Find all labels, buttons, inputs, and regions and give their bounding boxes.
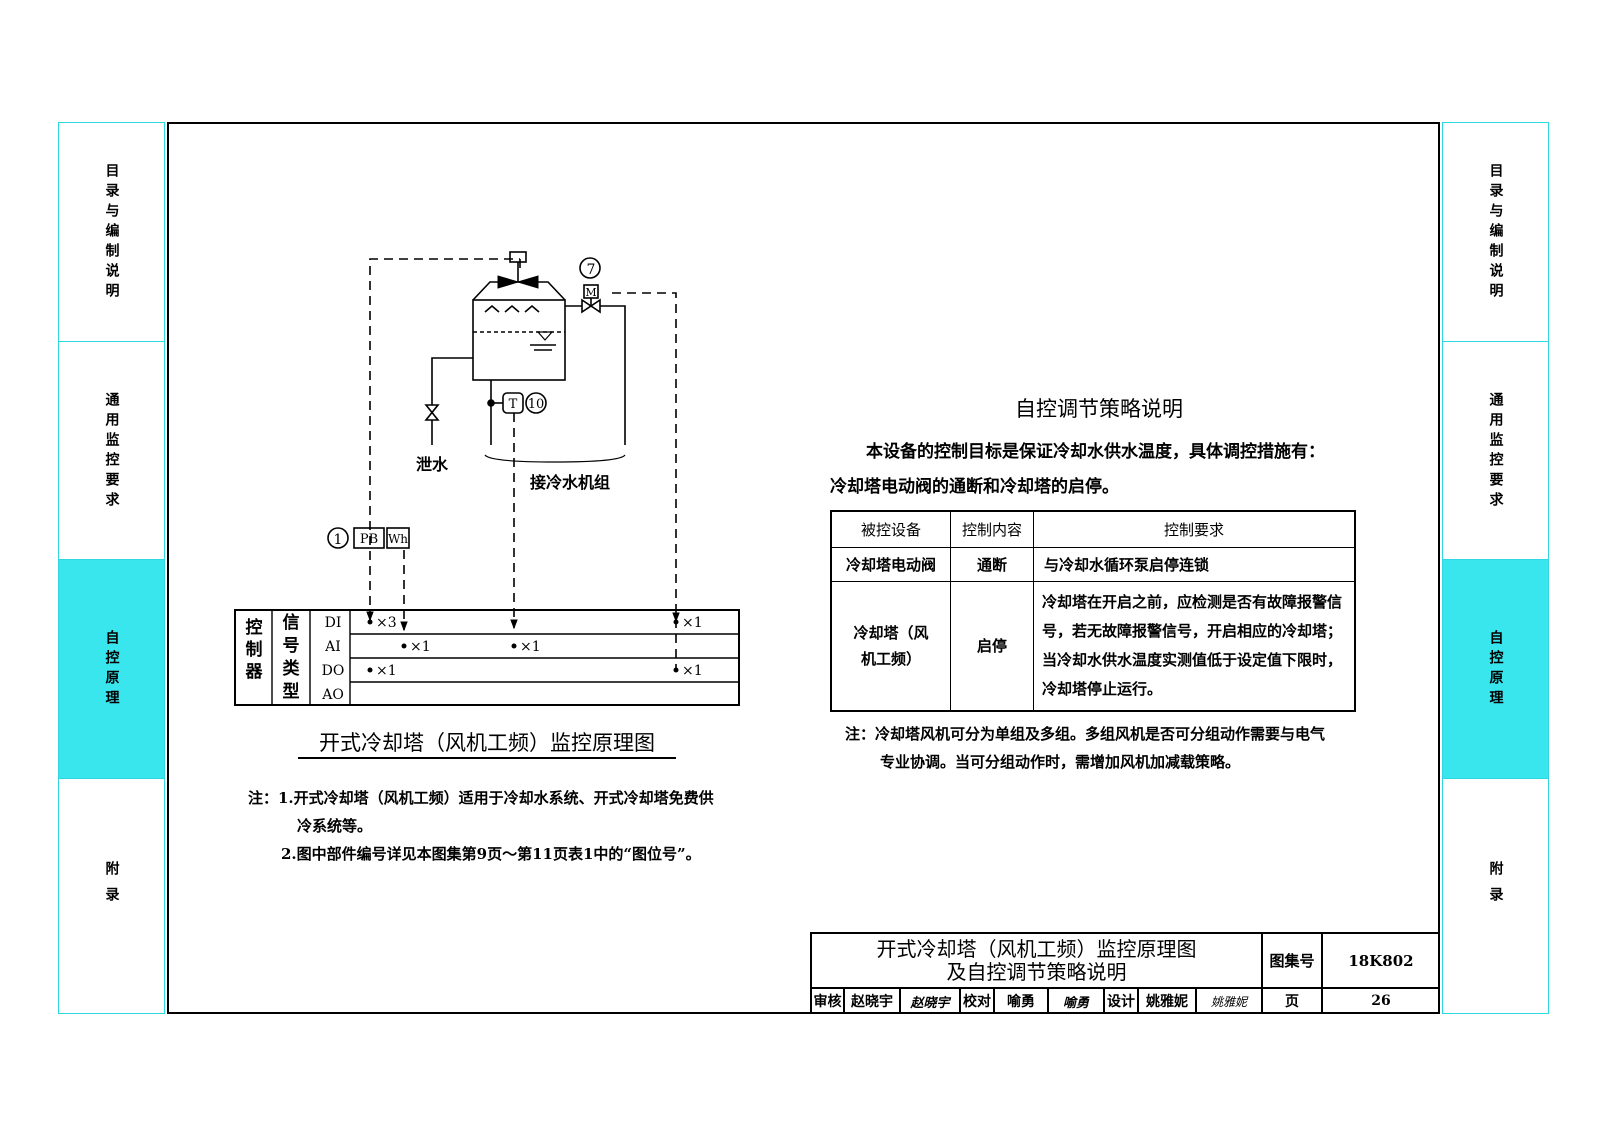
motorized-valve	[581, 298, 601, 314]
motor-box	[583, 284, 599, 299]
side-tab-appendix[interactable]: 附录	[59, 779, 164, 1015]
table-cell-device: 冷却塔电动阀	[830, 546, 951, 582]
reviewer-name: 赵晓宇	[844, 988, 900, 1014]
wh-box	[386, 527, 410, 549]
page-label: 页	[1262, 988, 1322, 1014]
table-cell-device: 冷却塔（风机工频）	[830, 580, 951, 711]
tag-ten-circle	[525, 392, 547, 414]
table-cell-requirement: 冷却塔在开启之前，应检测是否有故障报警信号，若无故障报警信号，开启相应的冷却塔；…	[1033, 580, 1356, 711]
table-cell-requirement: 与冷却水循环泵启停连锁	[1033, 546, 1356, 582]
tag-one-circle	[327, 527, 349, 549]
side-tab-label: 通用监控要求	[103, 392, 120, 512]
fan-motor-box	[509, 251, 527, 263]
side-tab-contents[interactable]: 目录与编制说明	[59, 123, 164, 342]
designer-signature: 姚雅妮	[1196, 988, 1262, 1014]
designer-name: 姚雅妮	[1138, 988, 1196, 1014]
cooling-tower-top	[472, 281, 566, 301]
tag-temp: T	[509, 397, 518, 412]
control-table: 被控设备 控制内容 控制要求 冷却塔电动阀 通断 与冷却水循环泵启停连锁 冷却塔…	[830, 510, 1356, 712]
control-lines	[369, 258, 677, 670]
tag-seven-circle	[579, 257, 601, 279]
io-mark: ×1	[682, 663, 703, 679]
io-mark: ×1	[376, 663, 397, 679]
diagram-note-2: 2.图中部件编号详见本图集第9页～第11页表1中的“图位号”。	[281, 845, 701, 863]
io-row-header-signal-text: 信号类型	[282, 613, 300, 702]
title-block-title: 开式冷却塔（风机工频）监控原理图 及自控调节策略说明	[810, 932, 1262, 988]
tag-ten: 10	[528, 397, 545, 412]
label-chiller: 接冷水机组	[530, 473, 610, 492]
side-tab-control[interactable]: 自控原理	[1443, 560, 1548, 779]
spray-nozzles	[484, 304, 540, 313]
strategy-intro-1: 本设备的控制目标是保证冷却水供水温度，具体调控措施有：	[866, 442, 1325, 462]
tag-one: 1	[334, 532, 343, 548]
tag-motor: M	[585, 286, 596, 299]
strategy-note-2: 专业协调。当可分组动作时，需增加风机加减载策略。	[880, 753, 1241, 771]
side-tab-appendix[interactable]: 附录	[1443, 779, 1548, 1015]
strategy-note-1: 注：冷却塔风机可分为单组及多组。多组风机是否可分组动作需要与电气	[845, 725, 1326, 743]
strategy-title: 自控调节策略说明	[1015, 397, 1183, 421]
left-side-tabs: 目录与编制说明 通用监控要求 自控原理 附录	[58, 122, 165, 1014]
io-mark: ×1	[682, 615, 703, 631]
diagram-caption: 开式冷却塔（风机工频）监控原理图	[319, 731, 655, 755]
io-mark: ×3	[376, 615, 397, 631]
side-tab-control[interactable]: 自控原理	[59, 560, 164, 779]
io-mark: ×1	[520, 639, 541, 655]
table-header-row: 被控设备 控制内容 控制要求	[830, 510, 1356, 548]
drawing-frame	[167, 122, 1440, 1014]
strategy-intro-2: 冷却塔电动阀的通断和冷却塔的启停。	[830, 477, 1119, 497]
signal-type-do: DO	[322, 663, 345, 679]
design-label: 设计	[1104, 988, 1138, 1014]
diagram-note-1-cont: 冷系统等。	[297, 817, 373, 835]
table-row: 冷却塔电动阀 通断 与冷却水循环泵启停连锁	[830, 546, 1356, 582]
side-tab-label: 附录	[103, 861, 120, 913]
side-tab-label: 通用监控要求	[1487, 392, 1504, 512]
side-tab-label: 目录与编制说明	[103, 163, 120, 303]
io-dots	[367, 619, 679, 673]
fan-icon	[497, 275, 539, 289]
atlas-label: 图集号	[1262, 932, 1322, 988]
title-line-2: 及自控调节策略说明	[946, 959, 1127, 984]
review-label: 审核	[810, 988, 844, 1014]
signal-type-ai: AI	[324, 639, 341, 655]
pb-box	[353, 527, 385, 549]
io-mark: ×1	[410, 639, 431, 655]
io-row-header-controller-text: 控制器	[245, 618, 263, 682]
checker-name: 喻勇	[994, 988, 1048, 1014]
page-number: 26	[1322, 988, 1440, 1014]
drain-valve	[424, 404, 440, 421]
temp-sensor-box	[502, 392, 524, 414]
signal-type-di: DI	[325, 615, 342, 631]
diagram-note-1: 注：1.开式冷却塔（风机工频）适用于冷却水系统、开式冷却塔免费供	[248, 789, 714, 807]
table-header-cell: 被控设备	[830, 510, 951, 548]
cooling-tower-body	[472, 299, 566, 381]
table-header-cell: 控制内容	[950, 510, 1034, 548]
side-tab-label: 自控原理	[1487, 630, 1504, 710]
side-tab-general[interactable]: 通用监控要求	[59, 342, 164, 560]
reviewer-signature: 赵晓宇	[900, 988, 960, 1014]
title-block: 开式冷却塔（风机工频）监控原理图 及自控调节策略说明 图集号 18K802 审核…	[810, 932, 1440, 1014]
table-header-cell: 控制要求	[1033, 510, 1356, 548]
right-side-tabs: 目录与编制说明 通用监控要求 自控原理 附录	[1442, 122, 1549, 1014]
check-label: 校对	[960, 988, 994, 1014]
table-row: 冷却塔（风机工频） 启停 冷却塔在开启之前，应检测是否有故障报警信号，若无故障报…	[830, 580, 1356, 711]
tag-seven: 7	[587, 262, 596, 278]
label-drain: 泄水	[416, 455, 449, 474]
tag-pb: PB	[360, 532, 378, 547]
table-cell-content: 启停	[950, 580, 1034, 711]
side-tab-label: 附录	[1487, 861, 1504, 913]
tag-wh: Wh	[388, 532, 408, 546]
title-line-1: 开式冷却塔（风机工频）监控原理图	[876, 936, 1197, 961]
checker-signature: 喻勇	[1048, 988, 1104, 1014]
signal-type-ao: AO	[321, 687, 344, 703]
side-tab-contents[interactable]: 目录与编制说明	[1443, 123, 1548, 342]
side-tab-label: 目录与编制说明	[1487, 163, 1504, 303]
atlas-number: 18K802	[1322, 932, 1440, 988]
side-tab-general[interactable]: 通用监控要求	[1443, 342, 1548, 560]
table-cell-content: 通断	[950, 546, 1034, 582]
side-tab-label: 自控原理	[103, 630, 120, 710]
